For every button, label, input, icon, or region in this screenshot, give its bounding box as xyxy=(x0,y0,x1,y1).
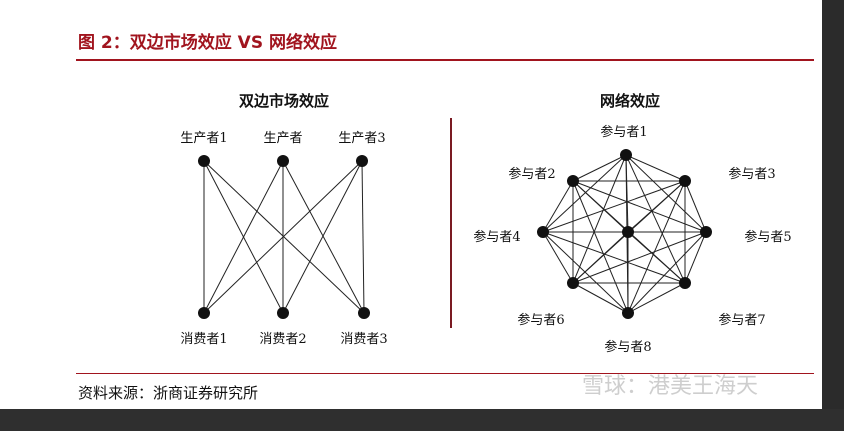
consumer-node xyxy=(198,307,210,319)
participant-label: 参与者6 xyxy=(517,312,564,328)
participant-node xyxy=(567,277,579,289)
network-link xyxy=(542,231,574,284)
participant-node xyxy=(567,175,579,187)
network-link xyxy=(627,180,686,314)
network-link xyxy=(627,282,686,314)
producer-label: 生产者 xyxy=(263,131,302,146)
frame-edge-right xyxy=(822,0,844,431)
source-note: 资料来源：浙商证券研究所 xyxy=(78,384,259,402)
participant-label: 参与者7 xyxy=(718,312,765,328)
network-link xyxy=(572,282,629,314)
producer-consumer-link xyxy=(282,160,363,314)
network-link xyxy=(542,180,686,233)
participant-node xyxy=(620,149,632,161)
source-rule xyxy=(76,373,814,374)
network-link xyxy=(542,231,686,284)
participant-node xyxy=(537,226,549,238)
network-link xyxy=(542,180,574,233)
network-link xyxy=(572,231,707,284)
participant-node xyxy=(679,175,691,187)
figure-title: 图 2：双边市场效应 VS 网络效应 xyxy=(78,33,337,53)
watermark-text: 雪球：港美王海天 xyxy=(582,374,759,399)
network-link xyxy=(625,154,686,284)
producer-label: 生产者3 xyxy=(338,131,385,146)
network-link xyxy=(572,154,627,182)
participant-label: 参与者4 xyxy=(473,229,520,245)
network-link xyxy=(625,154,686,182)
participant-label: 参与者5 xyxy=(744,229,791,245)
consumer-label: 消费者2 xyxy=(259,332,306,347)
consumer-label: 消费者1 xyxy=(180,332,227,347)
consumer-label: 消费者3 xyxy=(340,332,387,347)
participant-node xyxy=(679,277,691,289)
producer-consumer-link xyxy=(282,160,365,314)
producer-node xyxy=(356,155,368,167)
network-link xyxy=(627,231,686,284)
participant-node xyxy=(622,307,634,319)
network-link xyxy=(627,231,707,314)
network-link xyxy=(542,154,627,233)
consumer-node xyxy=(358,307,370,319)
network-link xyxy=(684,180,707,233)
network-graph: 参与者1 参与者2 参与者3 参与者4 参与者5 参与者6 参与者7 参与者8 xyxy=(473,124,791,355)
network-link xyxy=(572,231,629,284)
producer-node xyxy=(277,155,289,167)
participant-label: 参与者2 xyxy=(508,166,555,182)
participant-label: 参与者1 xyxy=(600,124,647,140)
network-link xyxy=(542,231,629,314)
network-link xyxy=(625,154,707,233)
producer-consumer-link xyxy=(203,160,363,314)
effect-diagram: 双边市场效应 网络效应 生产者1 生产者 生产者3 消费者1 消费者2 消费者3 参与者1… xyxy=(180,92,791,355)
network-link xyxy=(572,154,627,284)
two-sided-market-graph: 生产者1 生产者 生产者3 消费者1 消费者2 消费者3 xyxy=(180,131,387,347)
producer-consumer-link xyxy=(361,160,365,314)
network-link xyxy=(627,180,686,233)
network-link xyxy=(625,154,629,233)
two-sided-heading: 双边市场效应 xyxy=(239,92,329,110)
frame-edge-bottom xyxy=(0,409,844,431)
network-heading: 网络效应 xyxy=(600,92,660,110)
title-rule xyxy=(76,59,814,61)
producer-node xyxy=(198,155,210,167)
producer-consumer-link xyxy=(203,160,365,314)
network-link xyxy=(684,231,707,284)
network-link xyxy=(572,180,629,314)
network-link xyxy=(572,180,707,233)
participant-label: 参与者8 xyxy=(604,339,651,355)
network-link xyxy=(572,180,629,233)
participant-label: 参与者3 xyxy=(728,166,775,182)
consumer-node xyxy=(277,307,289,319)
participant-node xyxy=(700,226,712,238)
producer-label: 生产者1 xyxy=(180,131,227,146)
producer-consumer-link xyxy=(203,160,284,314)
center-node xyxy=(622,226,634,238)
